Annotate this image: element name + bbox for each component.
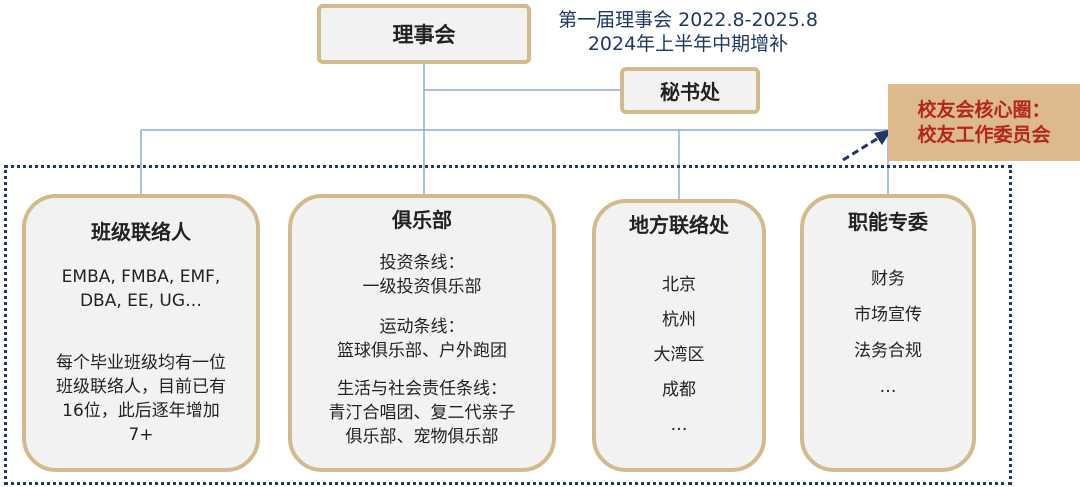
term-line-2: 2024年上半年中期增补: [587, 33, 789, 55]
sport-heading: 运动条线：: [379, 317, 465, 337]
investment-items: 一级投资俱乐部: [362, 277, 482, 297]
secretariat-box: 秘书处: [620, 67, 760, 114]
card-title: 俱乐部: [392, 208, 452, 232]
class-liaison-card: 班级联络人 EMBA, FMBA, EMF, DBA, EE, UG… 每个毕业…: [22, 194, 260, 472]
description-line: 7+: [128, 425, 154, 445]
core-circle-arrow: [842, 129, 892, 162]
function-item: 法务合规: [854, 341, 922, 361]
life-items: 青汀合唱团、复二代亲子: [328, 403, 516, 423]
card-title: 地方联络处: [629, 213, 729, 237]
core-circle-line-1: 校友会核心圈：: [917, 98, 1051, 121]
function-item: 财务: [871, 269, 905, 289]
life-heading: 生活与社会责任条线：: [337, 379, 507, 399]
description-line: 班级联络人，目前已有: [56, 377, 226, 397]
card-title: 职能专委: [848, 210, 928, 234]
sport-items: 篮球俱乐部、户外跑团: [337, 341, 507, 361]
card-title: 班级联络人: [91, 220, 191, 244]
term-line-1: 第一届理事会 2022.8-2025.8: [558, 9, 818, 31]
core-circle-frame: [4, 165, 1012, 485]
programs-line: EMBA, FMBA, EMF,: [61, 267, 221, 287]
clubs-card: 俱乐部 投资条线： 一级投资俱乐部 运动条线： 篮球俱乐部、户外跑团 生活与社会…: [288, 194, 556, 472]
programs-line: DBA, EE, UG…: [79, 291, 203, 311]
region-item: …: [670, 415, 688, 435]
regional-card: 地方联络处 北京 杭州 大湾区 成都 …: [592, 199, 766, 472]
core-circle-box: 校友会核心圈： 校友工作委员会: [888, 84, 1080, 161]
life-items: 俱乐部、宠物俱乐部: [345, 427, 499, 447]
term-info: 第一届理事会 2022.8-2025.8 2024年上半年中期增补: [540, 8, 836, 56]
region-item: 大湾区: [653, 345, 705, 365]
region-item: 杭州: [662, 310, 696, 330]
council-box: 理事会: [317, 4, 531, 64]
region-item: 北京: [662, 275, 696, 295]
investment-heading: 投资条线：: [379, 253, 465, 273]
description-line: 每个毕业班级均有一位: [56, 353, 226, 373]
description-line: 16位，此后逐年增加: [62, 401, 220, 421]
region-item: 成都: [662, 380, 696, 400]
core-circle-line-2: 校友工作委员会: [917, 123, 1051, 146]
function-item: 市场宣传: [854, 305, 922, 325]
functional-card: 职能专委 财务 市场宣传 法务合规 …: [800, 194, 976, 472]
function-item: …: [879, 377, 897, 397]
